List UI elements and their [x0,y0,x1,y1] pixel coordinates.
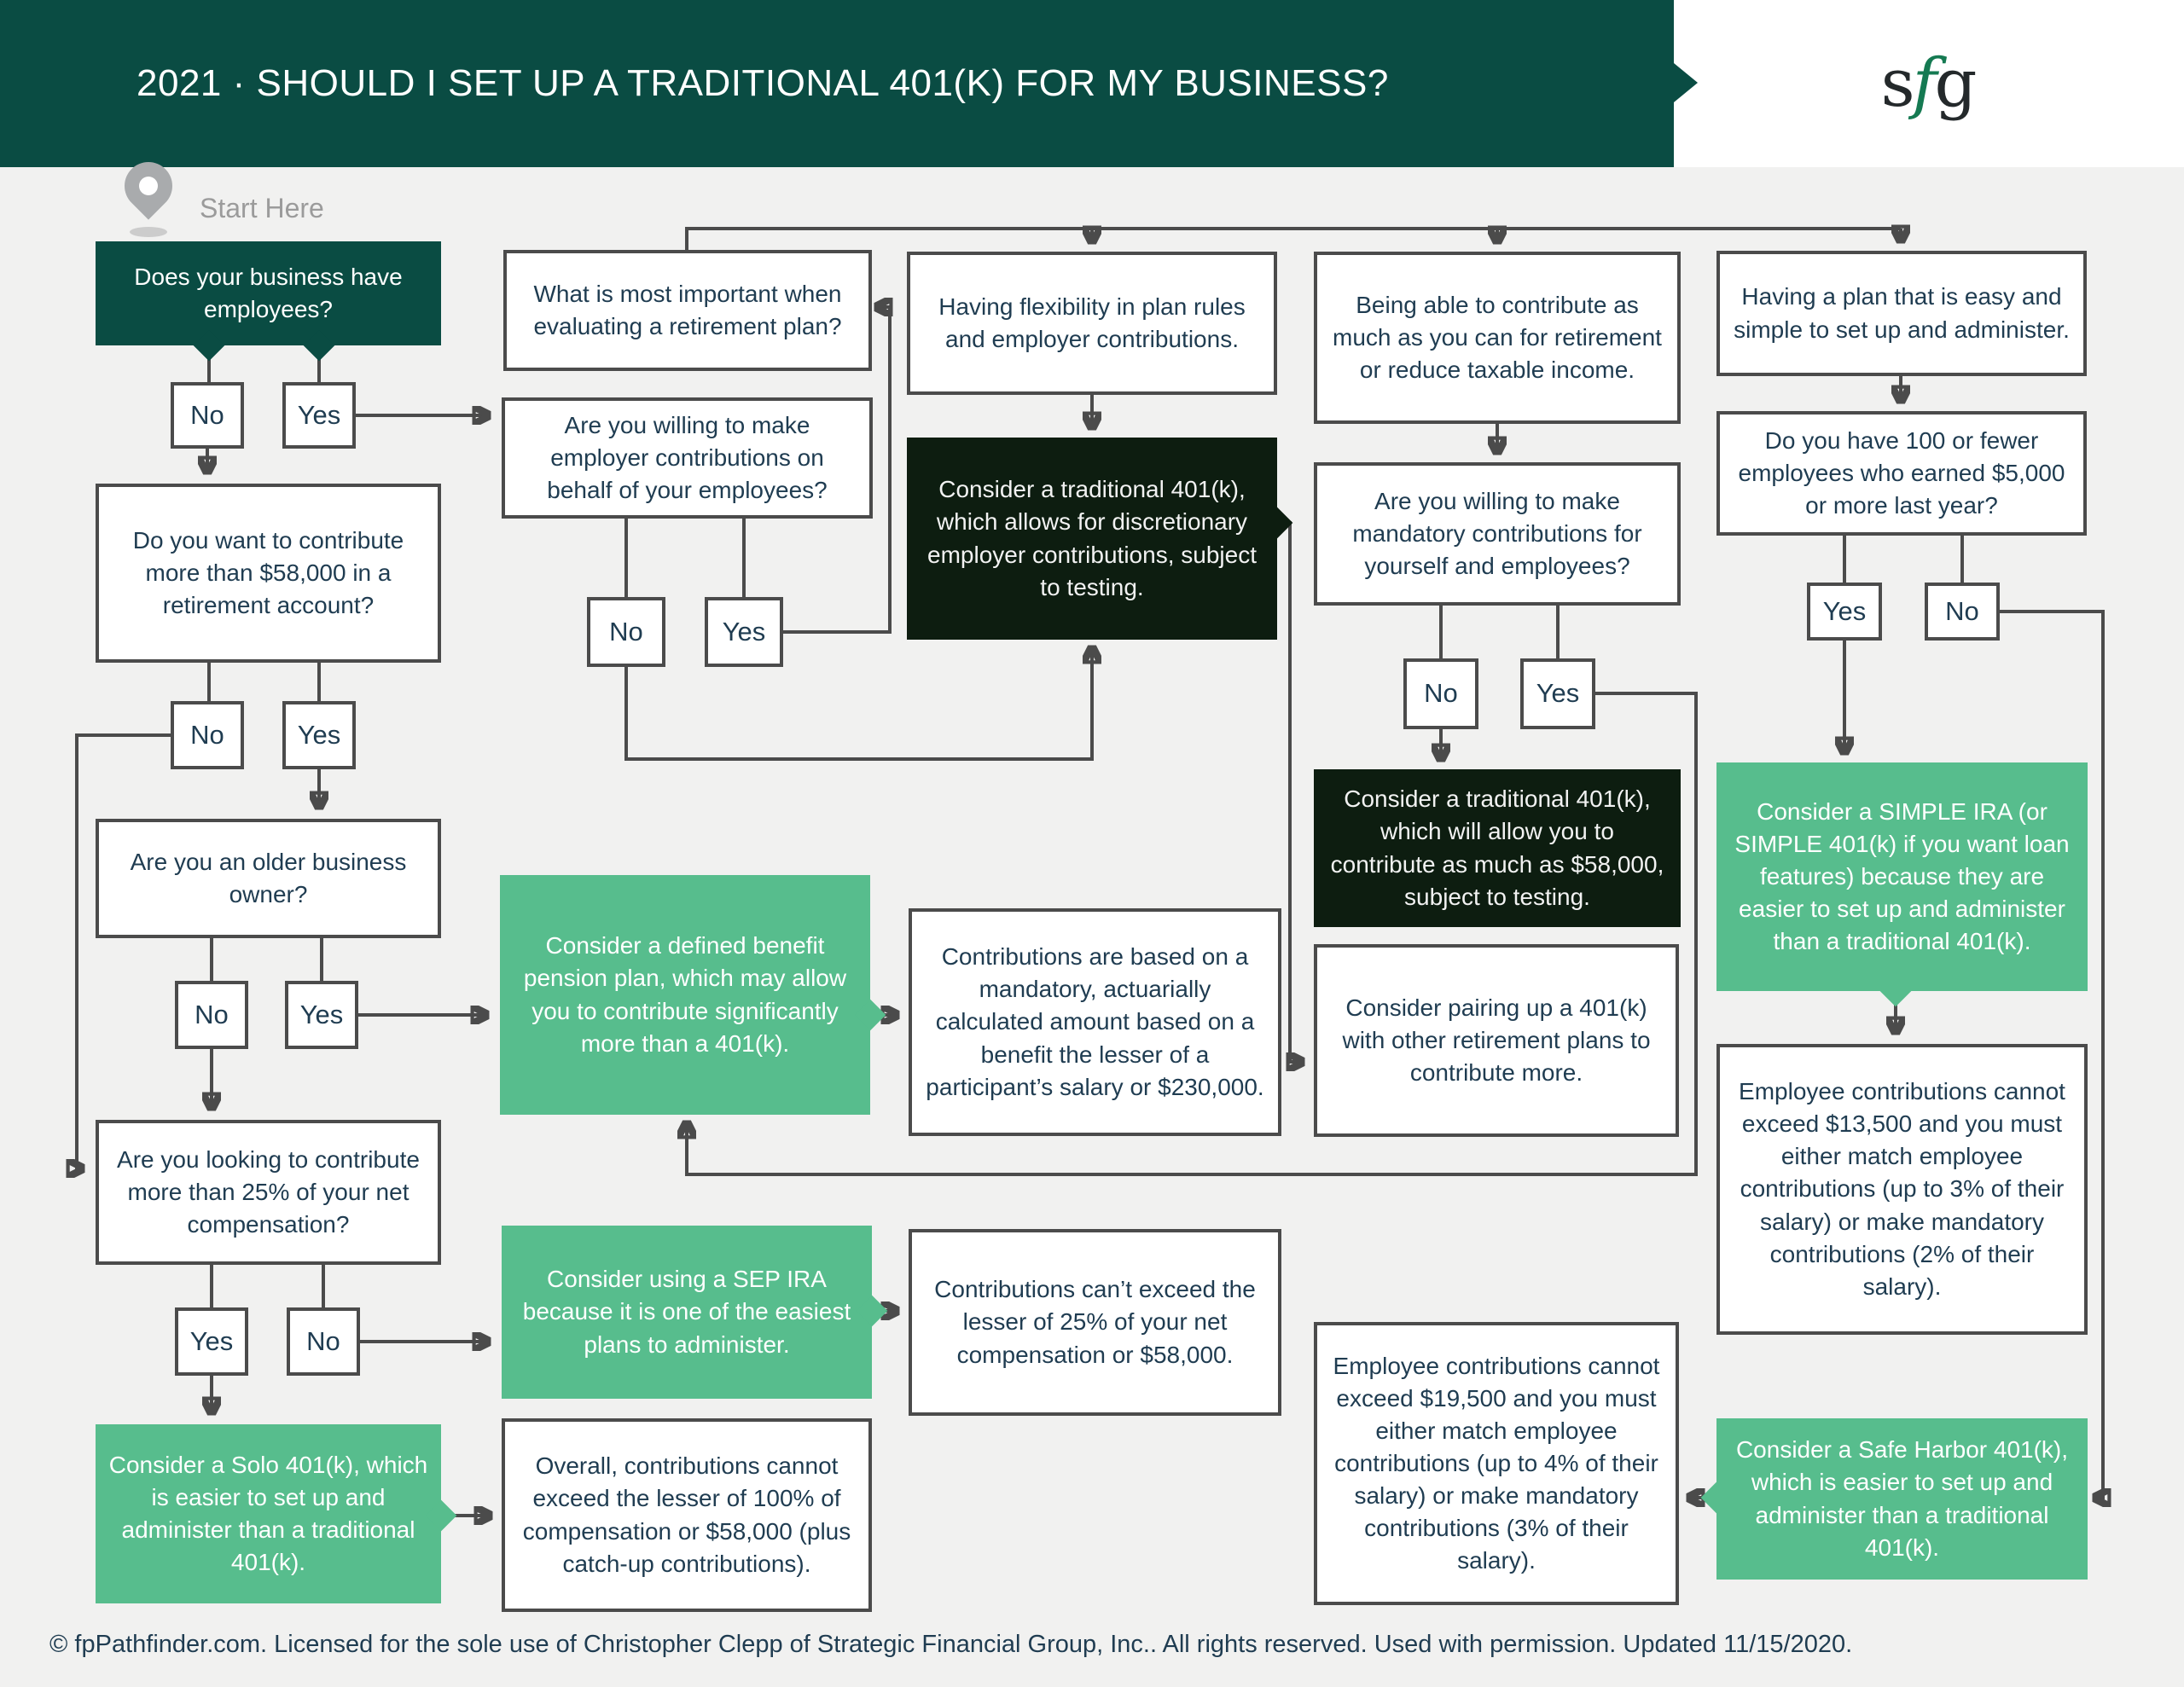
answer-q3-yes: Yes [285,981,358,1049]
node-q2-58000: Do you want to contribute more than $58,… [96,484,441,663]
result-solo-401k: Consider a Solo 401(k), which is easier … [96,1424,441,1603]
answer-emp-no: No [587,597,665,667]
answer-q4-yes: Yes [175,1307,248,1376]
node-mandatory-contributions: Are you willing to make mandatory contri… [1314,462,1681,606]
header-chevron-icon [1674,63,1698,102]
result-traditional-401k-58000: Consider a traditional 401(k), which wil… [1314,769,1681,927]
header-banner: 2021 · SHOULD I SET UP A TRADITIONAL 401… [0,0,1674,167]
license-footer: © fpPathfinder.com. Licensed for the sol… [49,1631,1853,1658]
node-employer-contributions: Are you willing to make employer contrib… [502,397,873,519]
node-most-important: What is most important when evaluating a… [503,250,872,371]
result-safe-harbor-401k: Consider a Safe Harbor 401(k), which is … [1716,1418,2088,1580]
answer-q1-no: No [171,382,244,449]
node-q3-older-owner: Are you an older business owner? [96,819,441,938]
page-title: 2021 · SHOULD I SET UP A TRADITIONAL 401… [136,62,1389,104]
info-pairing-plans: Consider pairing up a 401(k) with other … [1314,944,1679,1137]
result-sep-ira: Consider using a SEP IRA because it is o… [502,1226,872,1399]
answer-q2-yes: Yes [282,701,356,769]
answer-q100-yes: Yes [1807,583,1882,641]
info-overall-limit: Overall, contributions cannot exceed the… [502,1418,872,1612]
info-safe-harbor-limits: Employee contributions cannot exceed $19… [1314,1322,1679,1605]
answer-q3-no: No [175,981,248,1049]
answer-q2-no: No [171,701,244,769]
answer-mand-no: No [1403,658,1478,729]
node-value-flexibility: Having flexibility in plan rules and emp… [907,252,1277,395]
result-simple-ira: Consider a SIMPLE IRA (or SIMPLE 401(k) … [1716,762,2088,991]
node-q100-employees: Do you have 100 or fewer employees who e… [1716,411,2087,536]
info-sep-limit: Contributions can’t exceed the lesser of… [909,1229,1281,1416]
answer-q1-yes: Yes [282,382,356,449]
logo-letter-g: g [1934,45,1978,122]
answer-q4-no: No [287,1307,360,1376]
answer-q100-no: No [1925,583,2000,641]
map-pin-hole [135,172,162,200]
result-defined-benefit: Consider a defined benefit pension plan,… [500,875,870,1115]
node-q1-employees: Does your business have employees? [96,241,441,345]
node-q4-25-percent: Are you looking to contribute more than … [96,1120,441,1265]
node-value-contribute-max: Being able to contribute as much as you … [1314,252,1681,424]
info-simple-limits: Employee contributions cannot exceed $13… [1716,1044,2088,1335]
logo-letter-f: f [1912,45,1937,122]
map-pin-shadow [130,227,167,237]
answer-emp-yes: Yes [705,597,783,667]
answer-mand-yes: Yes [1520,658,1595,729]
result-traditional-401k-discretionary: Consider a traditional 401(k), which all… [907,438,1277,640]
start-here-label: Start Here [200,193,324,223]
node-value-easy-simple: Having a plan that is easy and simple to… [1716,251,2087,376]
logo-letter-s: s [1880,45,1915,122]
info-benefit-calculation: Contributions are based on a mandatory, … [909,908,1281,1136]
